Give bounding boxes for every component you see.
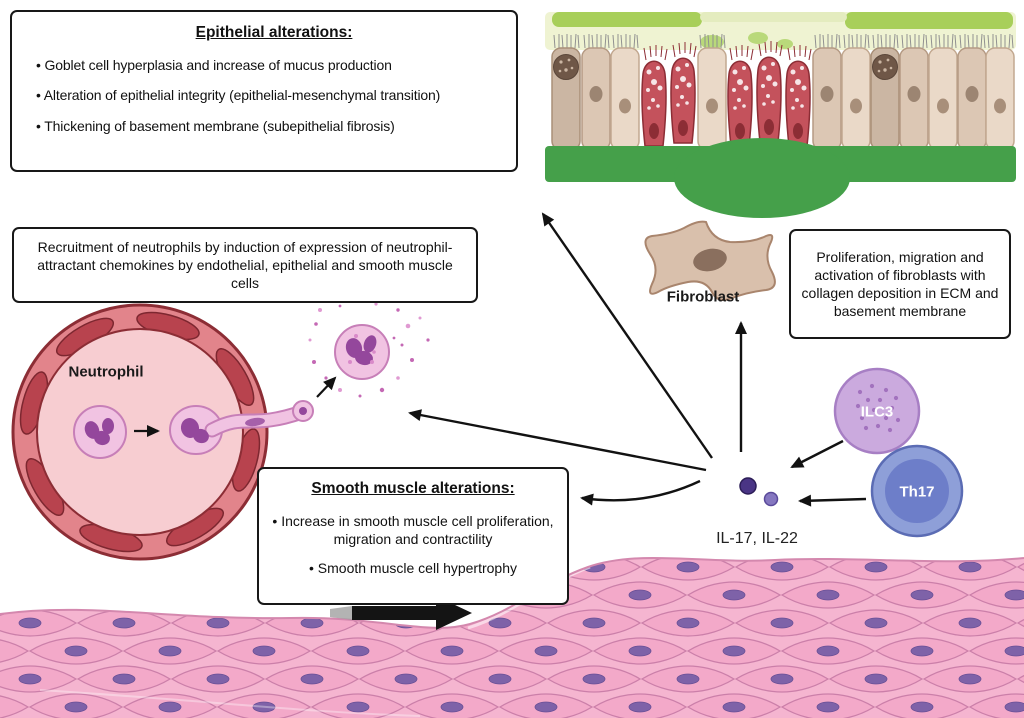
granule-dot <box>396 376 400 380</box>
ilc3-granule-dot <box>863 425 869 431</box>
granule-dot <box>312 360 316 364</box>
arrow-to-smooth-muscle <box>580 479 701 506</box>
ilc3-granule-dot <box>859 415 865 421</box>
effect-arrows <box>408 212 867 507</box>
granule-dot <box>392 336 396 340</box>
granule-dot <box>379 387 385 393</box>
granule-dot <box>410 358 414 362</box>
th17-cell <box>870 444 964 538</box>
cytokine-dots <box>739 477 779 507</box>
smooth-muscle-cell <box>123 581 217 609</box>
granule-dot <box>318 308 322 312</box>
ilc3-granule-dot <box>887 427 893 433</box>
ilc3-cell <box>833 367 921 455</box>
granule-dot <box>338 388 342 392</box>
smooth-muscle-cell <box>0 581 29 609</box>
epithelium-illustration <box>545 12 1016 218</box>
granule-dot <box>338 304 342 308</box>
mucus-green-strip <box>845 12 1013 29</box>
endothelial-cells <box>19 311 261 553</box>
ilc3-granule-dot <box>883 387 889 393</box>
smooth-muscle-alterations-box: Smooth muscle alterations: Increase in s… <box>257 467 569 605</box>
secreted-mucus-blob <box>748 32 768 44</box>
mucus-pale-strip <box>700 12 847 22</box>
fibroblast-nucleus <box>693 248 727 272</box>
neutrophil-degranulating <box>334 324 390 380</box>
neutrophil-recruitment-box: Recruitment of neutrophils by induction … <box>12 227 478 303</box>
smooth-muscle-cell <box>29 581 123 609</box>
epithelial-bullet: Thickening of basement membrane (subepit… <box>36 117 508 135</box>
arrow-to-epithelium <box>541 212 713 459</box>
mucus-green-strip <box>552 12 702 27</box>
neutrophil-transmigrating <box>169 400 314 455</box>
epithelial-alterations-title: Epithelial alterations: <box>195 24 353 41</box>
epithelial-bullet: Goblet cell hyperplasia and increase of … <box>36 56 508 74</box>
epithelial-cell-row <box>552 34 1014 150</box>
arrow-to-degranulating <box>316 376 337 398</box>
ilc3-granule-dot <box>877 397 883 403</box>
neutrophil-label: Neutrophil <box>68 363 144 381</box>
fibroblast-activation-text: Proliferation, migration and activation … <box>801 248 999 320</box>
granule-dot <box>314 322 318 326</box>
fibroblast-label: Fibroblast <box>666 288 740 306</box>
neutrophil-recruitment-text: Recruitment of neutrophils by induction … <box>37 238 453 292</box>
ilc3-granule-dot <box>883 415 889 421</box>
fibroblast-cell <box>644 220 776 301</box>
ilc3-granule-dot <box>875 423 881 429</box>
ilc3-label: ILC3 <box>860 403 894 421</box>
granule-dot <box>324 376 328 380</box>
smooth-muscle-cell <box>0 557 77 581</box>
ilc3-granule-dot <box>893 395 899 401</box>
granule-dot <box>405 323 411 329</box>
ilc3-granule-dot <box>855 403 861 409</box>
neutrophil-in-vessel <box>73 405 127 459</box>
arrow-ilc3-to-cytokines <box>790 439 844 469</box>
secreted-mucus-blob <box>777 39 793 49</box>
granule-dot <box>308 338 312 342</box>
basement-membrane <box>545 138 1016 218</box>
epithelial-alterations-box: Epithelial alterations: Goblet cell hype… <box>10 10 518 172</box>
fibroblast-activation-box: Proliferation, migration and activation … <box>789 229 1011 339</box>
granule-dot <box>358 394 362 398</box>
granule-dot <box>426 338 430 342</box>
thick-arrow-tail <box>330 606 352 620</box>
ilc3-granule-dot <box>871 407 877 413</box>
smooth-muscle-alterations-title: Smooth muscle alterations: <box>311 480 515 497</box>
granule-dot <box>374 302 378 306</box>
ilc3-granule-dot <box>889 405 895 411</box>
smooth-muscle-bullet: Increase in smooth muscle cell prolifera… <box>269 512 557 548</box>
smooth-muscle-cell <box>171 557 265 581</box>
granule-dot <box>396 308 400 312</box>
arrow-th17-to-cytokines <box>798 494 867 507</box>
ilc3-granules <box>855 383 901 433</box>
ilc3-granule-dot <box>869 383 875 389</box>
ilc3-granule-dot <box>865 397 871 403</box>
cytokines-label: IL-17, IL-22 <box>716 530 798 547</box>
th17-label: Th17 <box>899 483 935 501</box>
ilc3-granule-dot <box>895 417 901 423</box>
granule-dot <box>418 316 422 320</box>
granule-dot <box>400 343 404 347</box>
smooth-muscle-bullet: Smooth muscle cell hypertrophy <box>269 559 557 577</box>
secreted-mucus-blob <box>700 35 724 49</box>
epithelial-bullet: Alteration of epithelial integrity (epit… <box>36 86 508 104</box>
ilc3-granule-dot <box>857 389 863 395</box>
arrow-to-neutrophil <box>408 409 707 472</box>
